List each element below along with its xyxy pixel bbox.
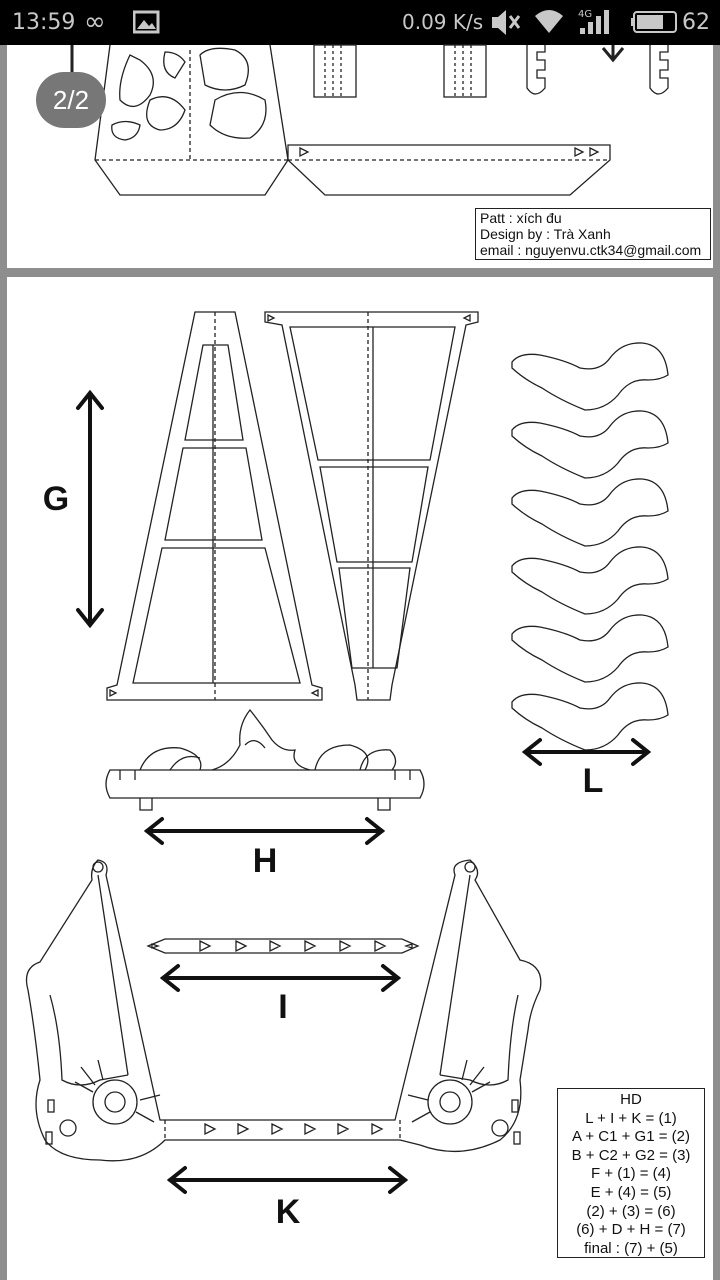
- pattern-designer: Design by : Trà Xanh: [480, 226, 611, 242]
- pattern-info-box: Patt : xích đu Design by : Trà Xanh emai…: [475, 208, 711, 260]
- label-g: G: [42, 480, 70, 518]
- instruction-step: (2) + (3) = (6): [586, 1202, 676, 1220]
- page-indicator: 2/2: [36, 72, 106, 128]
- label-k: K: [275, 1193, 301, 1231]
- signal-icon: [578, 0, 618, 45]
- network-speed: 0.09 K/s: [402, 10, 484, 34]
- wifi-icon: [532, 0, 566, 45]
- arrow-l: [521, 738, 652, 766]
- piece-g-frame: [106, 311, 323, 701]
- label-i: I: [278, 988, 288, 1026]
- instruction-step: E + (4) = (5): [590, 1183, 672, 1201]
- battery-icon: [630, 0, 678, 45]
- instruction-step: A + C1 + G1 = (2): [572, 1128, 690, 1146]
- instruction-step: B + C2 + G2 = (3): [571, 1146, 691, 1164]
- instructions-title: HD: [620, 1091, 642, 1108]
- network-type: 4G: [578, 9, 593, 20]
- piece-i: [146, 938, 420, 954]
- arrow-g: [76, 389, 104, 629]
- assembly-instructions: HD L + I + K = (1) A + C1 + G1 = (2) B +…: [557, 1088, 705, 1258]
- infinity-icon: ∞: [84, 7, 106, 37]
- arrow-k: [166, 1166, 409, 1194]
- pattern-name: Patt : xích đu: [480, 210, 562, 226]
- instruction-step: L + I + K = (1): [585, 1109, 677, 1127]
- piece-g-panel: [264, 311, 479, 701]
- arrow-i: [159, 964, 402, 992]
- label-l: L: [582, 762, 604, 800]
- mute-icon: [490, 0, 522, 45]
- piece-k: [25, 859, 542, 1162]
- instruction-step: F + (1) = (4): [590, 1165, 672, 1183]
- sheet1-drawing: [60, 44, 669, 196]
- image-icon: [132, 0, 161, 45]
- label-h: H: [252, 842, 278, 880]
- instruction-step: (6) + D + H = (7): [576, 1221, 686, 1239]
- pattern-email: email : nguyenvu.ctk34@gmail.com: [480, 242, 702, 258]
- battery-level: 62: [682, 10, 710, 35]
- status-bar: 13:59 ∞ 0.09 K/s 4G 62: [0, 0, 720, 45]
- instruction-step: final : (7) + (5): [584, 1239, 678, 1257]
- piece-h: [105, 708, 425, 811]
- piece-l-group: [511, 342, 669, 751]
- status-time: 13:59: [12, 10, 76, 35]
- arrow-h: [143, 817, 386, 845]
